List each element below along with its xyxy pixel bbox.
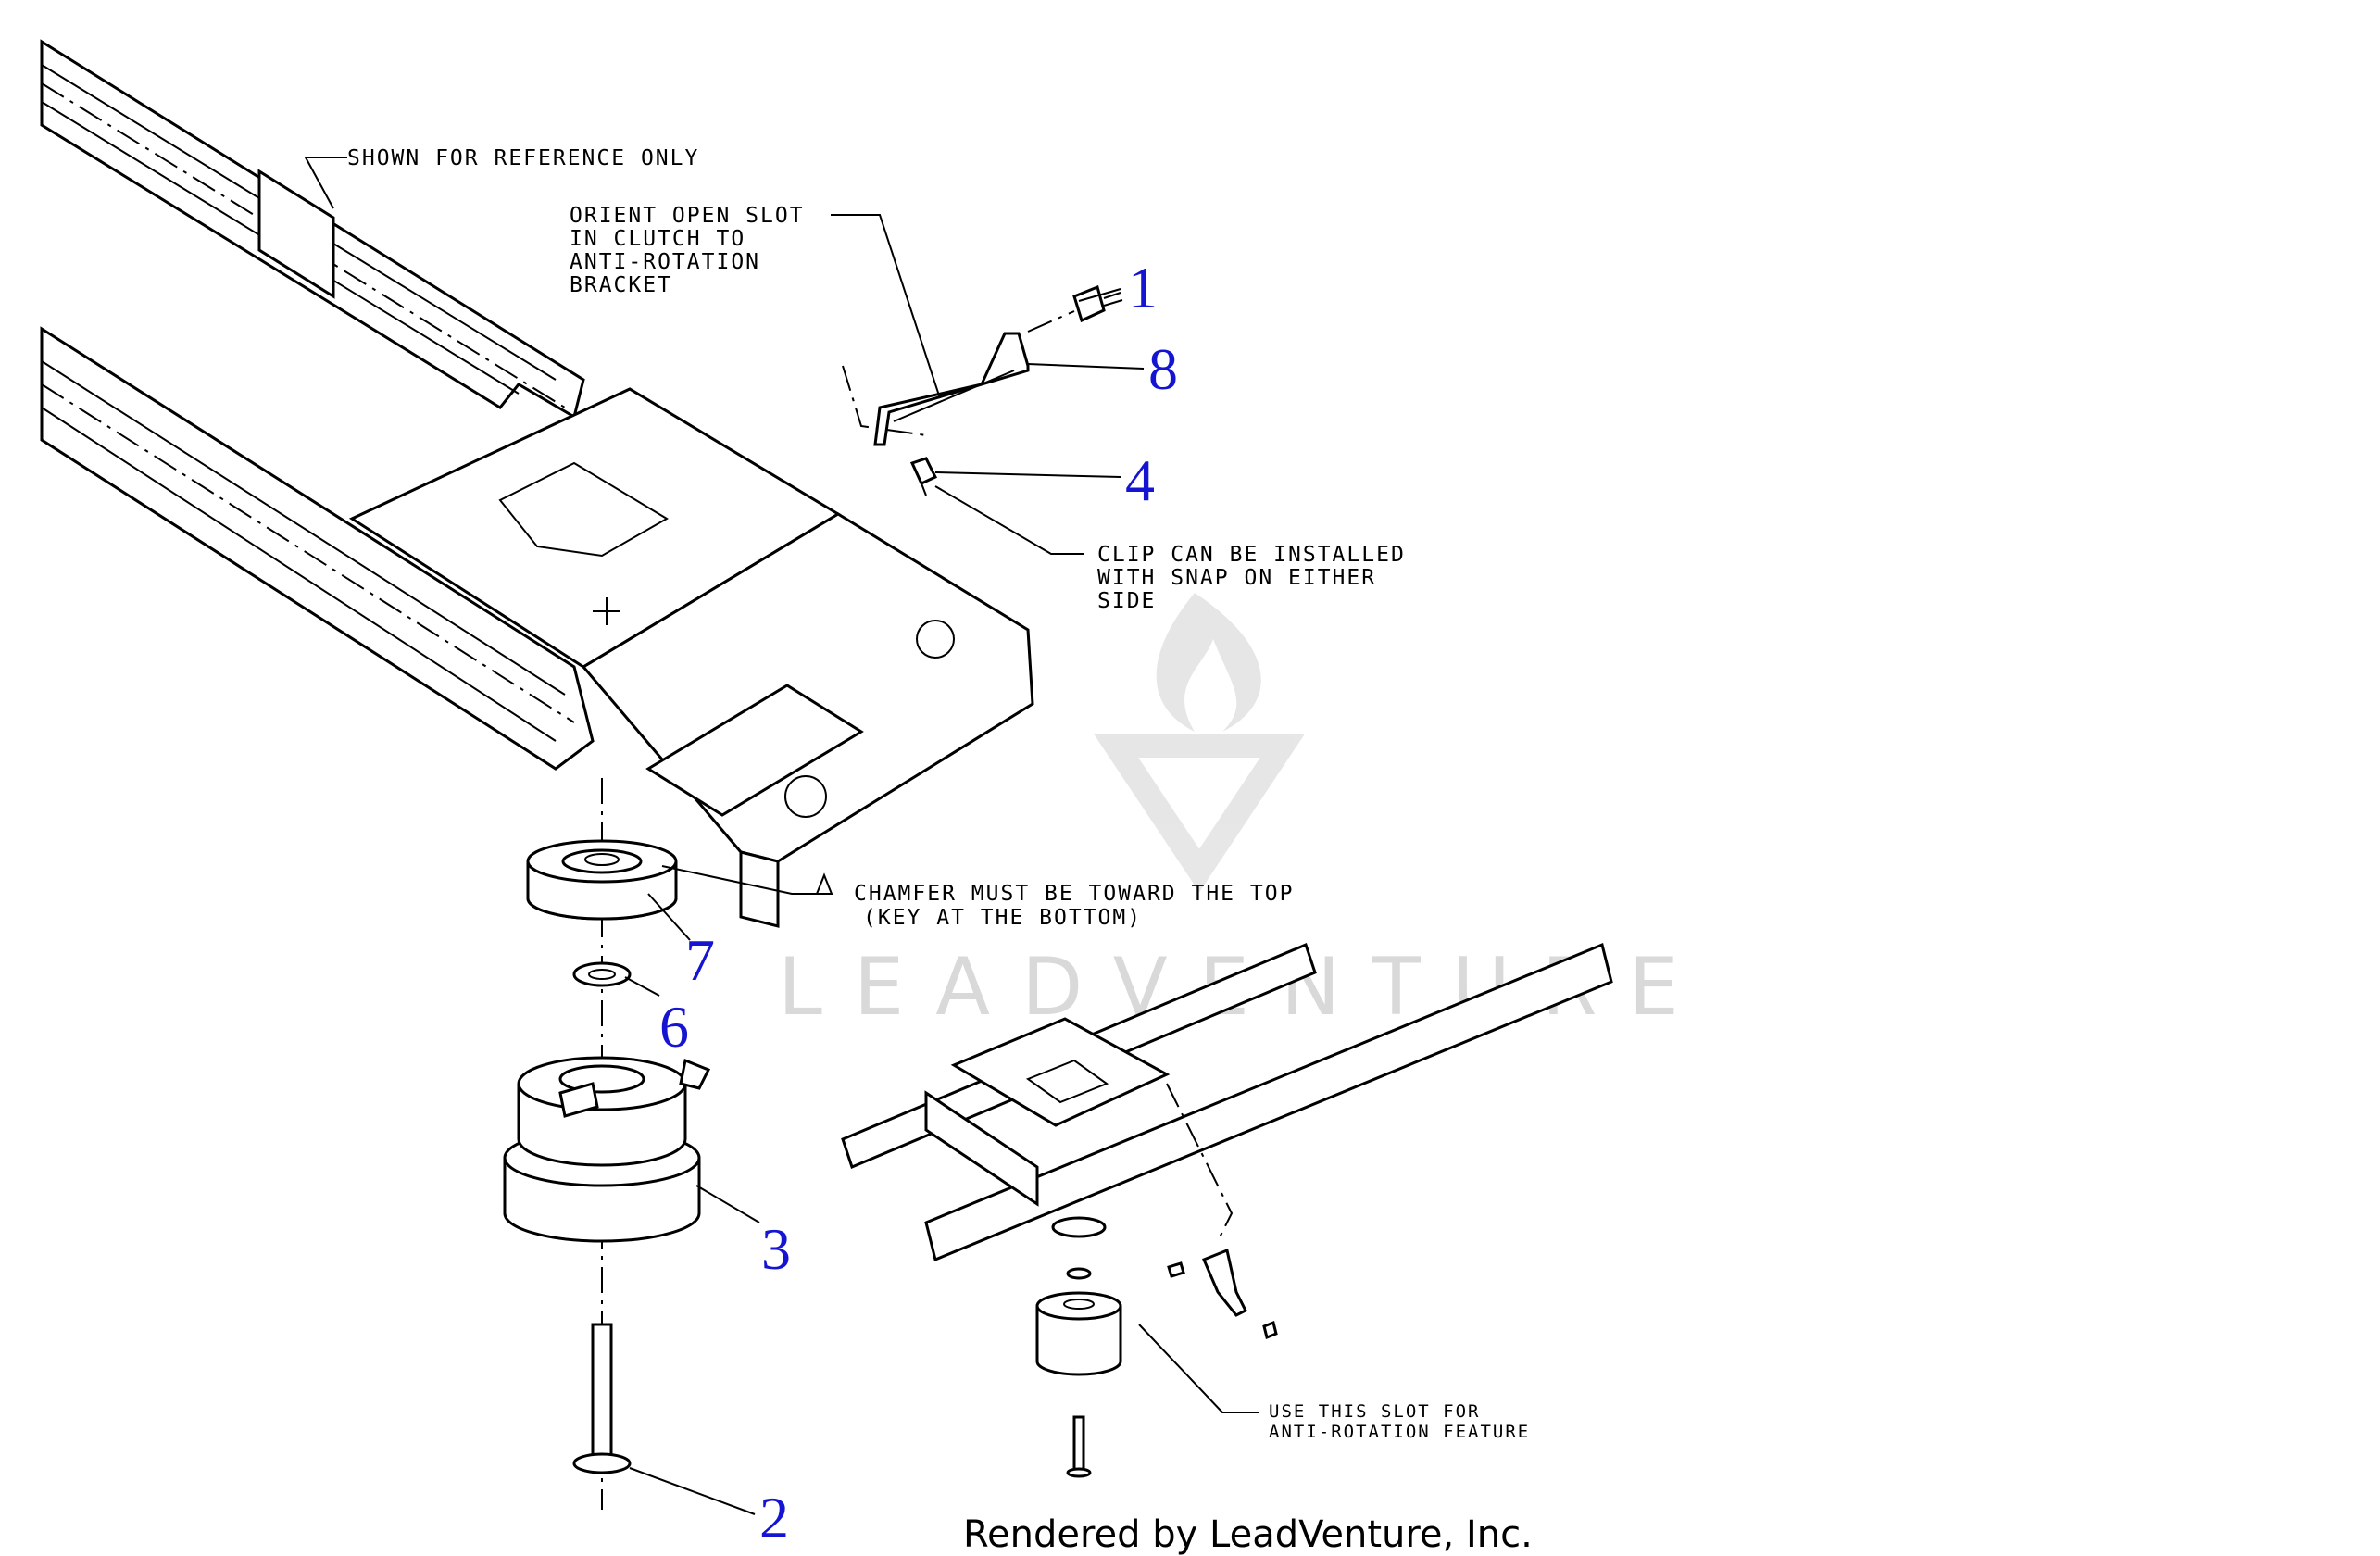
reference-note: SHOWN FOR REFERENCE ONLY <box>347 146 699 170</box>
callout-7-leader <box>647 893 691 941</box>
chamfer-note-line: CHAMFER MUST BE TOWARD THE TOP <box>854 882 1294 906</box>
slot-note: USE THIS SLOT FOR ANTI-ROTATION FEATURE <box>1269 1401 1530 1442</box>
chamfer-note-line: (KEY AT THE BOTTOM) <box>863 906 1142 930</box>
callout-4-leader <box>934 471 1121 478</box>
credit-line: Rendered by LeadVenture, Inc. <box>963 1513 1533 1556</box>
chamfer-note: CHAMFER MUST BE TOWARD THE TOP (KEY AT T… <box>854 882 1309 930</box>
callout-6-leader <box>624 976 660 997</box>
clip-note-line: CLIP CAN BE INSTALLED <box>1097 543 1406 567</box>
slot-note-line: USE THIS SLOT FOR <box>1269 1401 1480 1422</box>
callout-3: 3 <box>761 1216 791 1282</box>
washer <box>572 961 632 987</box>
bolt-alignment-line <box>1027 310 1075 333</box>
clip-note-line: WITH SNAP ON EITHER <box>1097 566 1376 590</box>
slot-note-line: ANTI-ROTATION FEATURE <box>1269 1422 1530 1442</box>
hex-bolt <box>1072 284 1123 323</box>
orient-note-line: ANTI-ROTATION <box>570 250 760 274</box>
callout-2: 2 <box>759 1485 789 1550</box>
retaining-clip <box>909 457 938 496</box>
orient-note-line: ORIENT OPEN SLOT <box>570 204 805 228</box>
clutch-bolt <box>572 1323 632 1474</box>
callout-1-leader <box>1078 288 1121 302</box>
frame-mount-plate <box>348 387 1034 928</box>
orient-note-line: BRACKET <box>570 273 672 297</box>
chamfer-triangle-icon <box>815 872 833 895</box>
pulley <box>526 839 678 921</box>
orient-note-line: IN CLUTCH TO <box>570 227 745 251</box>
anti-rotation-bracket <box>873 332 1030 446</box>
callout-3-leader <box>695 1185 760 1223</box>
frame-rail-lower <box>40 326 595 771</box>
clip-note-line: SIDE <box>1097 589 1156 613</box>
callout-8-leader <box>1027 363 1145 370</box>
slot-leader <box>1138 1324 1259 1413</box>
callout-6: 6 <box>659 994 689 1060</box>
leadventure-watermark-logo <box>1093 593 1306 893</box>
callout-4: 4 <box>1125 447 1155 513</box>
inset-frame <box>841 942 1613 1262</box>
callout-8: 8 <box>1148 336 1178 402</box>
chamfer-leader <box>661 865 820 895</box>
frame-rail-upper <box>40 39 585 420</box>
orient-leader <box>831 214 941 399</box>
reference-leader <box>304 157 347 209</box>
callout-2-leader <box>629 1467 756 1515</box>
bracket-alignment-line <box>842 365 927 436</box>
callout-7: 7 <box>685 927 715 993</box>
clip-leader <box>934 485 1084 555</box>
callout-1: 1 <box>1128 255 1158 320</box>
clip-note: CLIP CAN BE INSTALLED WITH SNAP ON EITHE… <box>1097 543 1421 613</box>
electric-clutch <box>503 1056 711 1243</box>
inset-clutch-stack <box>1035 1216 1278 1478</box>
orient-note: ORIENT OPEN SLOT IN CLUTCH TO ANTI-ROTAT… <box>570 204 819 297</box>
